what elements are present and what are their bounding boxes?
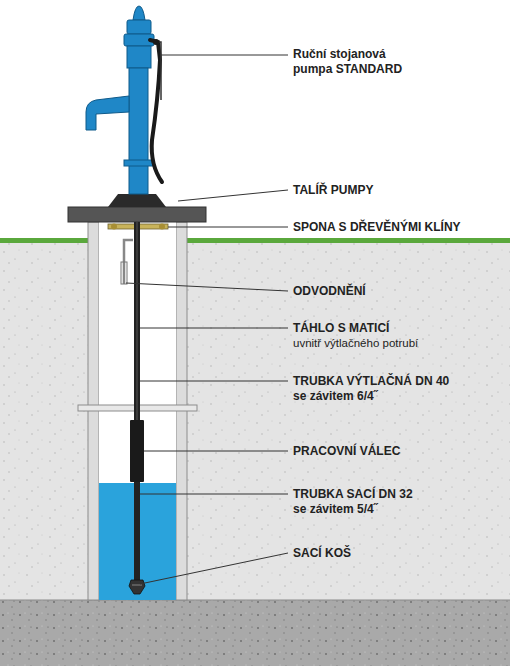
working-cylinder	[130, 420, 144, 482]
grass	[0, 238, 510, 243]
part-spec: se závitem 6/4˝	[293, 389, 378, 404]
pump-plate	[68, 207, 206, 222]
water	[99, 483, 176, 600]
strainer	[129, 580, 145, 594]
part-label: TRUBKA SACÍ DN 32	[293, 487, 413, 502]
part-spec: se závitem 5/4˝	[293, 502, 378, 517]
part-label: Ruční stojanová pumpa STANDARD	[293, 47, 423, 77]
leader-lines	[126, 55, 288, 584]
part-label: SACÍ KOŠ	[293, 546, 351, 561]
part-label: PRACOVNÍ VÁLEC	[293, 444, 400, 459]
pump-base	[108, 194, 166, 207]
pressure-pipe	[134, 222, 140, 422]
part-label: ODVODNĚNÍ	[293, 284, 366, 299]
bedrock	[0, 600, 510, 666]
part-label: TALÍŘ PUMPY	[293, 183, 373, 198]
part-label: TÁHLO S MATICÍ	[293, 321, 389, 336]
part-note: uvnitř výtlačného potrubí	[293, 336, 418, 351]
hand-pump	[86, 6, 154, 194]
soil	[0, 241, 510, 600]
part-label: SPONA S DŘEVĚNÝMI KLÍNY	[293, 220, 461, 235]
suction-pipe	[134, 482, 140, 580]
pump-handle	[150, 40, 162, 182]
part-label: TRUBKA VÝTLAČNÁ DN 40	[293, 374, 449, 389]
